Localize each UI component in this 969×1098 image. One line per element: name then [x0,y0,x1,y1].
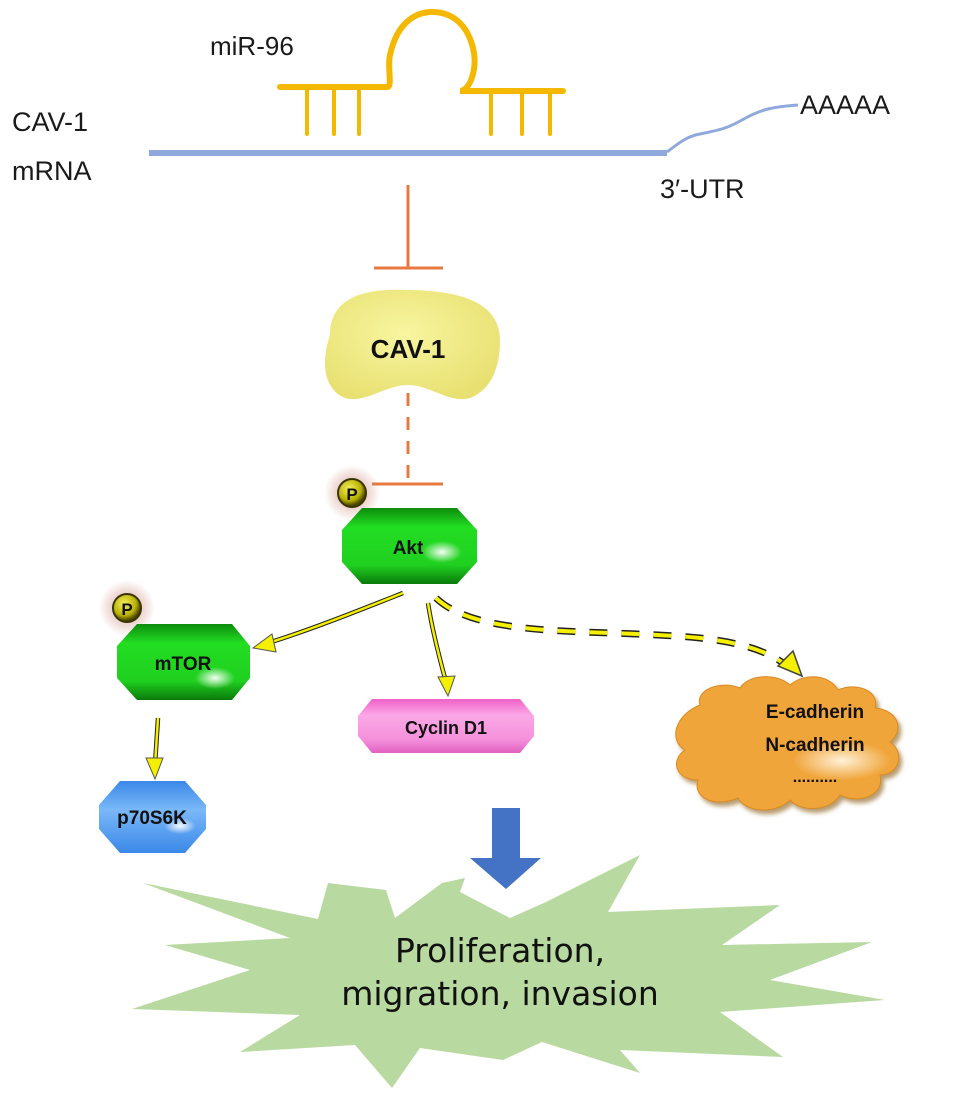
edge-cav1-inhibits-akt [372,393,443,486]
outcome-line2: migration, invasion [341,974,659,1013]
result-arrow [470,808,541,889]
p70s6k-label: p70S6K [117,808,187,829]
outcome-starburst: Proliferation, migration, invasion [132,855,885,1088]
outcome-line1: Proliferation, [395,931,605,970]
utr-label: 3′-UTR [660,174,745,204]
edge-akt-activates-cyclin-d1 [425,602,456,698]
cav1-label: CAV-1 [371,334,446,364]
akt-phospho-label: P [346,485,357,504]
cadherin-line3: .......... [793,769,837,786]
node-cyclin-d1: Cyclin D1 [358,699,534,753]
cadherin-line1: E-cadherin [766,702,864,723]
mtor-phospho-label: P [121,600,132,619]
mirna-label: miR-96 [210,31,294,61]
mtor-label: mTOR [155,654,212,675]
edge-mirna-inhibits-cav1 [374,185,443,270]
edge-mtor-activates-p70s6k [145,717,164,781]
akt-phospho-badge: P [337,478,367,508]
node-p70s6k: p70S6K [99,781,206,853]
edge-akt-activates-cadherins [433,595,804,678]
node-mtor: mTOR P [99,580,250,700]
edge-akt-activates-mtor [251,590,404,653]
node-cav1: CAV-1 [325,289,500,400]
cyclin-d1-label: Cyclin D1 [405,718,487,738]
mtor-phospho-badge: P [112,593,142,623]
akt-label: Akt [393,538,424,559]
polya-label: AAAAA [800,90,890,120]
mirna-hairpin [277,8,566,136]
node-cadherins: E-cadherin N-cadherin .......... [675,676,905,811]
polya-tail [666,103,799,154]
cadherin-line2: N-cadherin [765,735,864,756]
mrna-label-line1: CAV-1 [12,107,88,137]
mrna-label-line2: mRNA [12,156,92,186]
node-akt: Akt P [324,465,477,584]
